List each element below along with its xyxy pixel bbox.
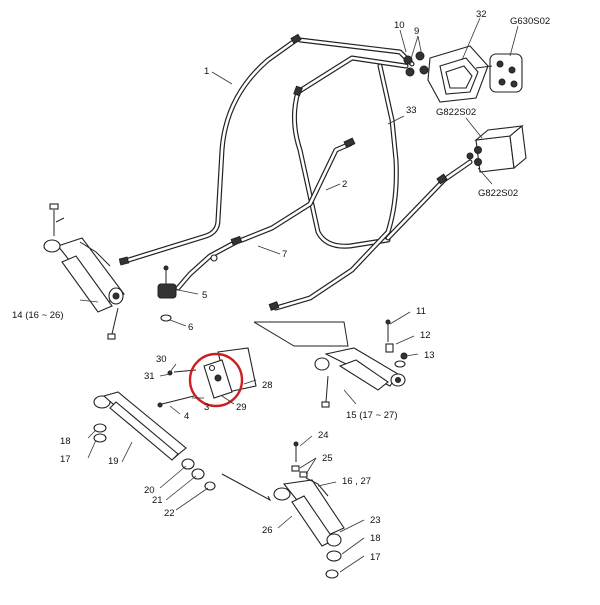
hose-1[interactable] — [119, 37, 299, 265]
tee-fitting-5[interactable] — [157, 265, 177, 322]
label-26: 26 — [262, 525, 273, 536]
cylinder-26[interactable] — [273, 441, 345, 579]
cylinder-14[interactable] — [43, 203, 125, 340]
label-13: 13 — [424, 350, 435, 361]
hose-33[interactable] — [273, 63, 399, 311]
label-18-left: 18 — [60, 436, 71, 447]
cylinder-15[interactable] — [314, 319, 406, 408]
label-25: 25 — [322, 453, 333, 464]
label-29: 29 — [236, 402, 247, 413]
label-20: 20 — [144, 485, 155, 496]
label-12: 12 — [420, 330, 431, 341]
fittings-9-10[interactable] — [403, 51, 429, 77]
cylinder-19[interactable] — [93, 391, 216, 491]
label-10: 10 — [394, 20, 405, 31]
label-23: 23 — [370, 515, 381, 526]
label-5: 5 — [202, 290, 207, 301]
label-28: 28 — [262, 380, 273, 391]
hose-upper-loop[interactable] — [292, 37, 415, 249]
valve-g630s02[interactable] — [427, 45, 523, 103]
hose-fittings — [118, 33, 448, 311]
label-4: 4 — [184, 411, 189, 422]
label-18-right: 18 — [370, 533, 381, 544]
label-g630s02: G630S02 — [510, 16, 550, 27]
label-30: 30 — [156, 354, 167, 365]
label-7: 7 — [282, 249, 287, 260]
label-6: 6 — [188, 322, 193, 333]
label-2: 2 — [342, 179, 347, 190]
label-15: 15 (17 ~ 27) — [346, 410, 398, 421]
label-32: 32 — [476, 9, 487, 20]
label-31: 31 — [144, 371, 155, 382]
pump-28[interactable] — [157, 347, 257, 408]
label-17-left: 17 — [60, 454, 71, 465]
valve-g822s02[interactable] — [466, 124, 527, 173]
label-33: 33 — [406, 105, 417, 116]
label-19: 19 — [108, 456, 119, 467]
label-1: 1 — [204, 66, 209, 77]
label-16-27: 16 , 27 — [342, 476, 371, 487]
leader-lines — [79, 17, 519, 573]
label-21: 21 — [152, 495, 163, 506]
hose-7[interactable] — [175, 239, 239, 291]
label-17-right: 17 — [370, 552, 381, 563]
label-11: 11 — [416, 306, 426, 317]
label-3: 3 — [204, 402, 209, 413]
label-24: 24 — [318, 430, 329, 441]
routing-lines — [221, 321, 349, 502]
label-22: 22 — [164, 508, 175, 519]
label-g822s02-top: G822S02 — [436, 107, 476, 118]
highlight-ring — [188, 352, 244, 408]
label-14: 14 (16 ~ 26) — [12, 310, 64, 321]
label-g822s02-bottom: G822S02 — [478, 188, 518, 199]
label-9: 9 — [414, 26, 419, 37]
hose-2[interactable] — [239, 141, 353, 243]
callout-labels: 1 2 7 33 32 G630S02 10 9 G822S02 G822S02… — [12, 9, 550, 563]
hose-g822[interactable] — [385, 159, 473, 241]
